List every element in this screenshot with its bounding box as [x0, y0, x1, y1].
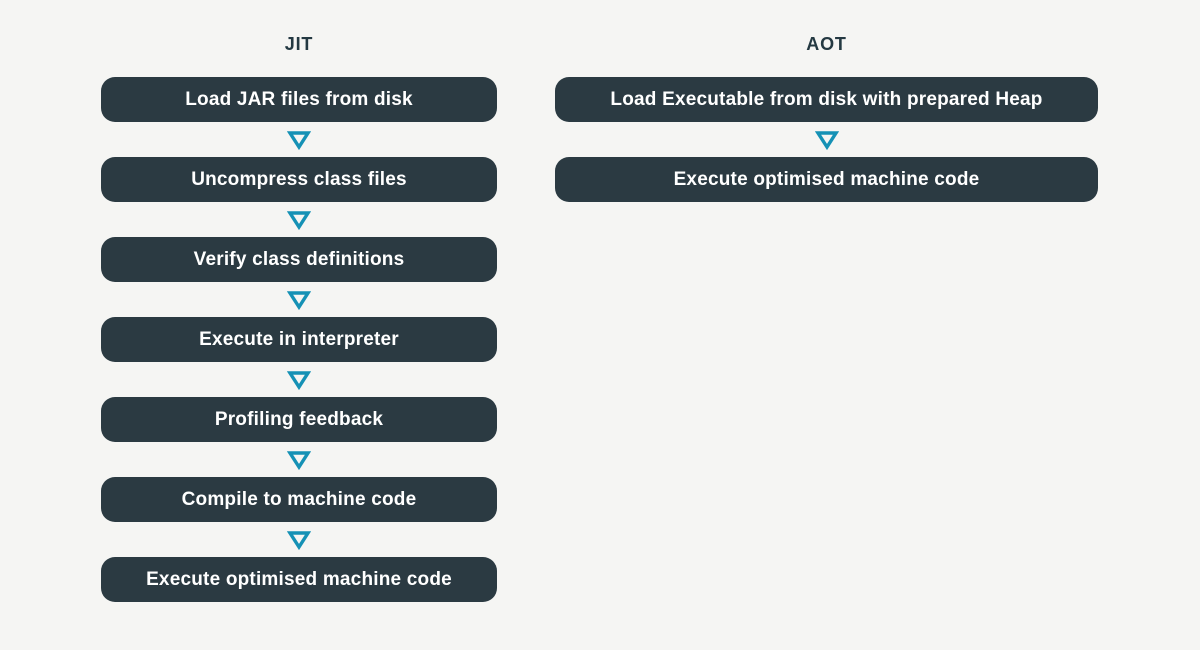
column-title-jit: JIT — [284, 34, 314, 54]
down-arrow-icon — [101, 442, 497, 477]
step-box-jit-3: Verify class definitions — [101, 237, 497, 282]
step-box-aot-1: Load Executable from disk with prepared … — [555, 77, 1098, 122]
step-box-aot-2: Execute optimised machine code — [555, 157, 1098, 202]
step-box-jit-6: Compile to machine code — [101, 477, 497, 522]
down-arrow-icon — [101, 522, 497, 557]
down-arrow-icon — [101, 202, 497, 237]
column-title-aot: AOT — [806, 34, 847, 54]
step-box-jit-5: Profiling feedback — [101, 397, 497, 442]
step-box-jit-1: Load JAR files from disk — [101, 77, 497, 122]
flow-column-aot: AOT Load Executable from disk with prepar… — [555, 0, 1098, 202]
down-arrow-icon — [101, 282, 497, 317]
down-arrow-icon — [555, 122, 1098, 157]
down-arrow-icon — [101, 362, 497, 397]
step-box-jit-2: Uncompress class files — [101, 157, 497, 202]
down-arrow-icon — [101, 122, 497, 157]
step-box-jit-7: Execute optimised machine code — [101, 557, 497, 602]
step-box-jit-4: Execute in interpreter — [101, 317, 497, 362]
